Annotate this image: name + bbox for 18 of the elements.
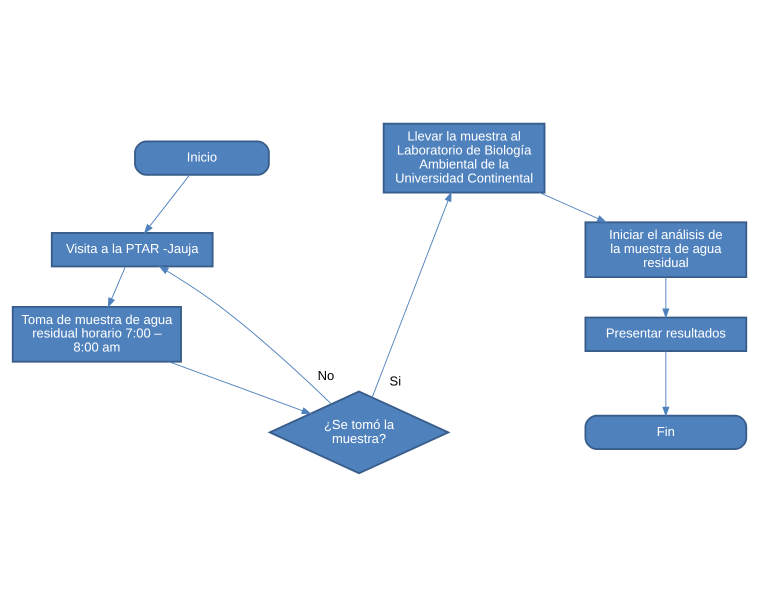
- arrow: [168, 361, 312, 414]
- arrow: [158, 266, 332, 404]
- node-box: Visita a la PTAR -Jauja: [50, 232, 214, 268]
- arrow: [144, 174, 190, 234]
- node-box: Presentar resultados: [584, 316, 748, 352]
- arrow: [372, 191, 452, 398]
- node-box: Iniciar el análisis de la muestra de agua residual: [584, 221, 748, 278]
- node-box: Llevar la muestra al Laboratorio de Biología Ambiental de la Universidad Continental: [382, 122, 546, 194]
- node-box: Inicio: [134, 140, 270, 176]
- arrow: [539, 192, 608, 223]
- node-diamond: ¿Se tomó la muestra?: [268, 390, 451, 474]
- edge-label: Si: [390, 373, 402, 388]
- arrow: [662, 350, 670, 417]
- edge-label: No: [318, 368, 334, 384]
- arrow: [662, 276, 670, 319]
- node-box: Fin: [584, 414, 748, 450]
- node-box: Toma de muestra de agua residual horario 7:00 – 8:00 am: [12, 306, 182, 363]
- arrow: [108, 266, 126, 308]
